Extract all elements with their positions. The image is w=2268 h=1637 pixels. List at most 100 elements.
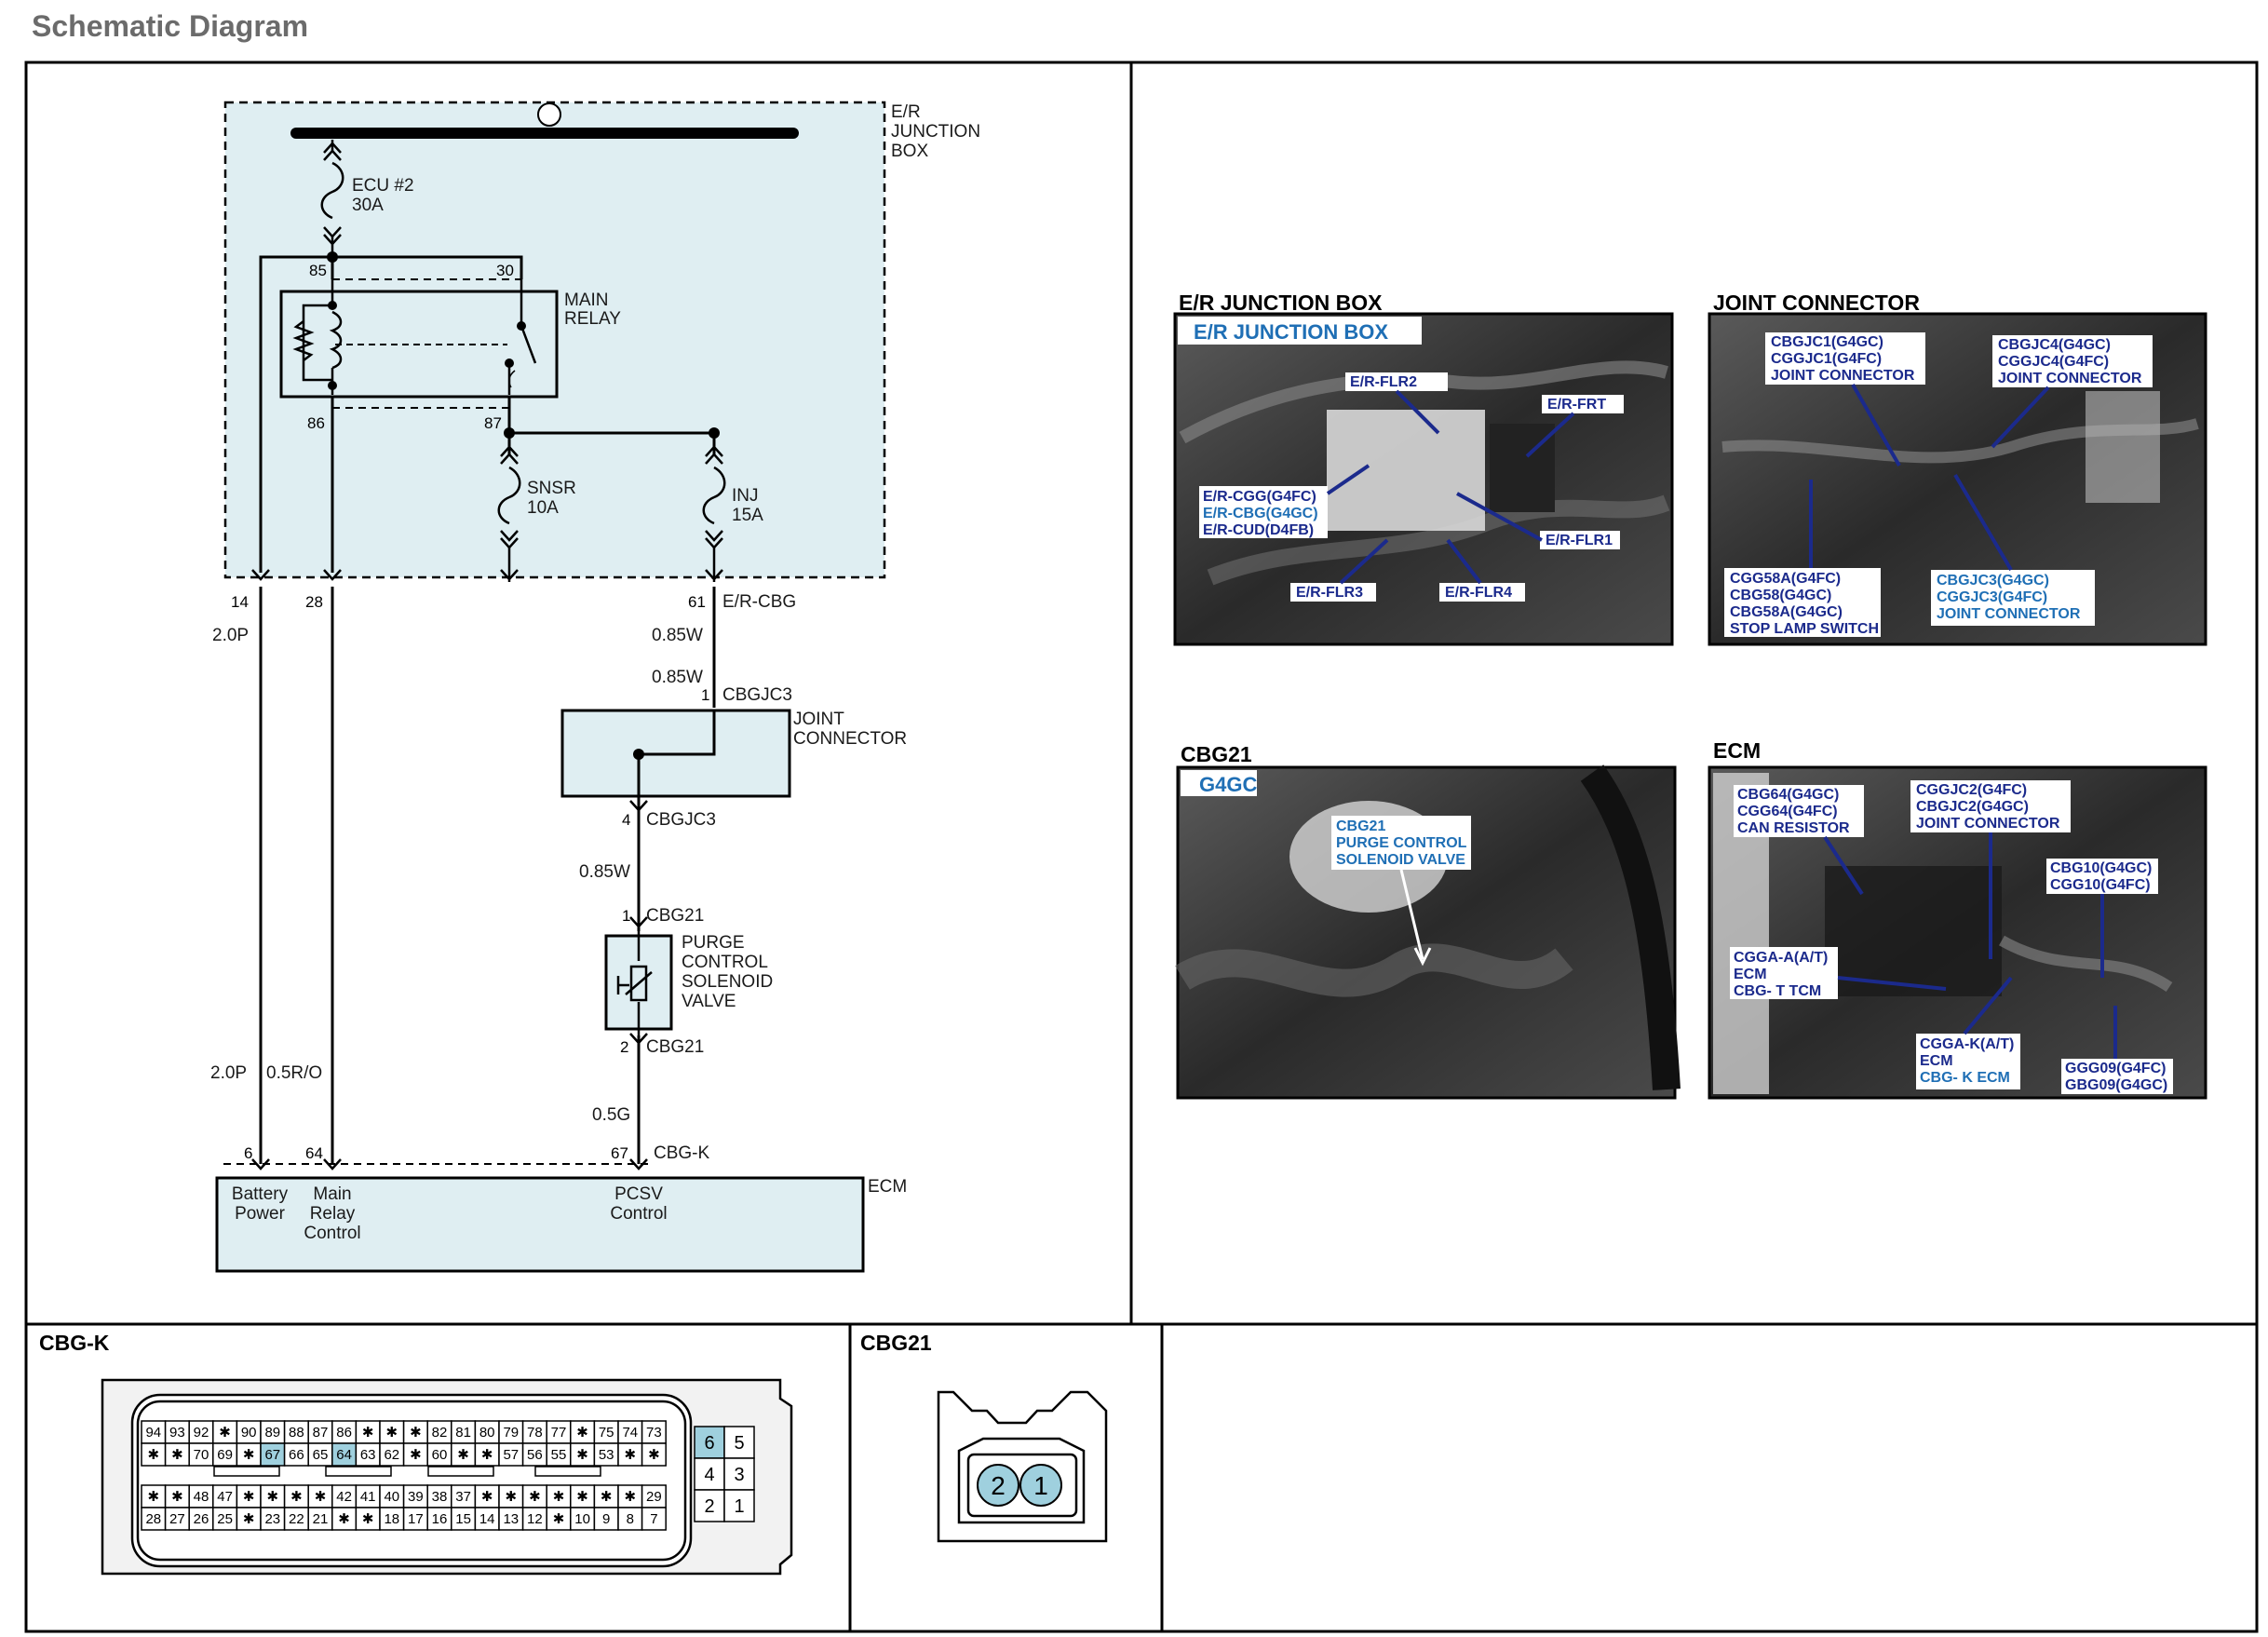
connector-pin (451, 1442, 477, 1467)
photo-label: CGGJC2(G4FC) (1916, 782, 2027, 798)
photo-label: E/R-FLR2 (1350, 374, 1417, 390)
ecm-pin-67: 67 (611, 1144, 628, 1162)
snsr-fuse-icon (497, 445, 521, 582)
connector-pin-label: 81 (455, 1425, 471, 1441)
connector-pin (236, 1507, 262, 1531)
photo-banner: G4GC (1199, 773, 1257, 796)
connector-pin (164, 1442, 190, 1467)
er-junction-box-label: E/R (891, 102, 921, 122)
photo-title: CBG21 (1181, 742, 1252, 766)
connector-pin-label: 25 (217, 1511, 233, 1527)
photo-title: E/R JUNCTION BOX (1179, 291, 1383, 315)
joint-conn-in: CBGJC3 (722, 685, 792, 705)
photo-label: CGG58A(G4FC) (1730, 571, 1841, 587)
connector-pin (426, 1507, 452, 1531)
photo-banner: E/R JUNCTION BOX (1194, 320, 1388, 344)
connector-cbgk-outline (101, 1378, 793, 1576)
photo-label: E/R-FLR3 (1296, 585, 1363, 601)
jb-connector-arrows (251, 569, 342, 581)
photo-label: CGG10(G4FC) (2050, 877, 2151, 893)
joint-pin-in: 1 (701, 686, 709, 704)
photo-label: E/R-CGG(G4FC) (1203, 489, 1316, 505)
connector-pin-label: 14 (479, 1511, 495, 1527)
connector-pin (141, 1484, 167, 1508)
photo-ecm: ECM CBG64(G4GC) CGG64(G4FC) CAN RESISTOR… (1708, 738, 2207, 1100)
photo-label: CBG10(G4GC) (2050, 860, 2152, 876)
photo-label: CBGJC2(G4GC) (1916, 799, 2029, 815)
connector-pin-label: 39 (408, 1489, 424, 1505)
connector-pin-label: 62 (384, 1447, 399, 1463)
connector-pin-label: 27 (169, 1511, 185, 1527)
connector-pin (307, 1442, 333, 1467)
connector-pin (977, 1464, 1019, 1507)
inj-fuse-name: INJ (732, 486, 759, 506)
bus-terminal (537, 102, 561, 127)
photo-label: CGGJC1(G4FC) (1771, 351, 1882, 367)
connector-pin-label: 4 (704, 1465, 714, 1485)
connector-pin-label: 86 (336, 1425, 352, 1441)
wire-label: 0.85W (652, 668, 703, 687)
photo-label: CBG58A(G4GC) (1730, 604, 1843, 620)
connector-pin-label: 40 (384, 1489, 399, 1505)
connector-pin-label: 9 (602, 1511, 610, 1527)
ecm-box (215, 1176, 865, 1273)
relay-pin-87: 87 (484, 414, 502, 432)
inj-fuse-icon (702, 445, 726, 582)
connector-pin-label: 41 (360, 1489, 376, 1505)
ecm-main-relay-control: Main (313, 1184, 351, 1204)
splice-dot (504, 427, 515, 439)
ecm-connector-name: CBG-K (654, 1143, 710, 1163)
connector-pin-label: 21 (313, 1511, 329, 1527)
connector-pin (498, 1484, 524, 1508)
connector-pin-label: 42 (336, 1489, 352, 1505)
ecm-main-relay-control: Control (304, 1224, 360, 1243)
connector-pin (546, 1420, 572, 1444)
connector-pin (260, 1507, 286, 1531)
connector-pin (498, 1420, 524, 1444)
connector-pin (212, 1420, 238, 1444)
connector-pin-label: 16 (432, 1511, 448, 1527)
connector-pin (451, 1484, 477, 1508)
connector-pin-label: ✱ (386, 1425, 398, 1441)
connector-pin-label: 38 (432, 1489, 448, 1505)
connector-pin-label: 37 (455, 1489, 471, 1505)
photo-title: ECM (1713, 738, 1761, 763)
connector-pin (617, 1484, 643, 1508)
relay-pin-30: 30 (496, 262, 514, 279)
connector-pin-label: 77 (551, 1425, 567, 1441)
photo-label: GGG09(G4FC) (2065, 1061, 2166, 1076)
connector-pin (723, 1489, 755, 1522)
connector-key-tab (534, 1466, 601, 1477)
ecu-fuse-name: ECU #2 (352, 176, 414, 196)
main-relay-label: MAIN (564, 291, 609, 310)
connector-pin (521, 1442, 547, 1467)
ecm-battery-power: Power (235, 1204, 286, 1224)
connector-pin-label: 89 (264, 1425, 280, 1441)
connector-pin (546, 1442, 572, 1467)
connector-pin-label: 26 (194, 1511, 209, 1527)
ecm-pcsv-control: Control (610, 1204, 667, 1224)
connector-pin-label: 28 (145, 1511, 161, 1527)
pcsv-pin-1: 1 (622, 907, 630, 925)
connector-pin-label: 90 (241, 1425, 257, 1441)
main-relay-label: RELAY (564, 309, 621, 329)
connector-pin-label: 94 (145, 1425, 161, 1441)
connector-pin-label: 82 (432, 1425, 448, 1441)
connector-pin-label: 1 (734, 1496, 744, 1517)
connector-pin (617, 1442, 643, 1467)
photo-label: ECM (1920, 1053, 1953, 1069)
wire-label: 0.85W (579, 862, 630, 882)
connector-pin (141, 1507, 167, 1531)
connector-pin (498, 1507, 524, 1531)
connector-pin-label: ✱ (148, 1447, 160, 1463)
photo-label: CGGJC4(G4FC) (1998, 354, 2109, 370)
connector-pin-label: ✱ (553, 1511, 565, 1527)
photo-label: STOP LAMP SWITCH (1730, 621, 1879, 637)
connector-key-tab (213, 1466, 280, 1477)
connector-pin-label: ✱ (625, 1447, 637, 1463)
connector-pin-label: 13 (503, 1511, 519, 1527)
connector-pin-label: ✱ (457, 1447, 469, 1463)
photo-label: JOINT CONNECTOR (1916, 816, 2060, 832)
connector-pin-label: 55 (551, 1447, 567, 1463)
